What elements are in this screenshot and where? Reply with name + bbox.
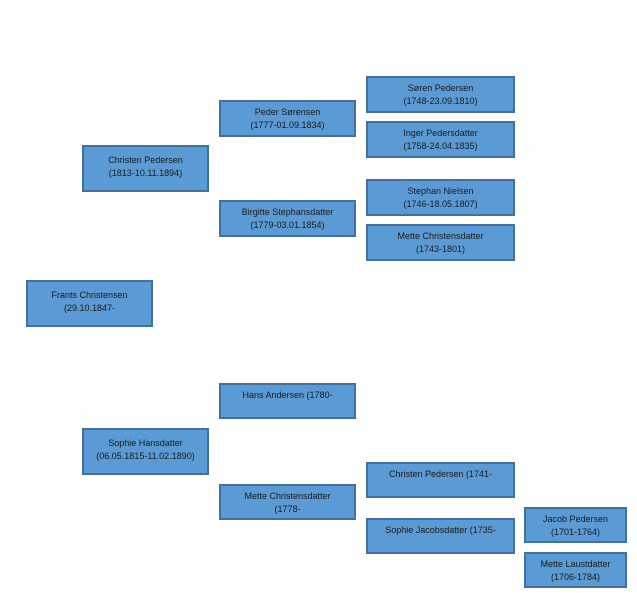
person-name: Sophie Hansdatter: [108, 438, 183, 448]
person-dates: (1779-03.01.1854): [250, 220, 325, 230]
person-box-sophie[interactable]: Sophie Hansdatter (06.05.1815-11.02.1890): [82, 428, 209, 475]
person-name: Inger Pedersdatter: [403, 128, 478, 138]
person-name: Jacob Pedersen: [542, 514, 609, 524]
person-dates: (1758-24.04.1835): [403, 141, 478, 151]
person-name: Frants Christensen: [51, 290, 128, 300]
person-dates: (1778-: [274, 504, 301, 514]
person-dates: (1748-23.09.1810): [403, 96, 478, 106]
person-dates: (1813-10.11.1894): [108, 168, 183, 178]
person-dates: (1777-01.09.1834): [250, 120, 325, 130]
person-box-stephan[interactable]: Stephan Nielsen (1746-18.05.1807): [366, 179, 515, 216]
person-box-jacob[interactable]: Jacob Pedersen (1701-1764): [524, 507, 627, 543]
person-name: Mette Laustdatter: [540, 559, 611, 569]
person-name: Stephan Nielsen: [407, 186, 474, 196]
person-name: Mette Christensdatter: [244, 491, 331, 501]
person-box-soren[interactable]: Søren Pedersen (1748-23.09.1810): [366, 76, 515, 113]
person-box-christen-1741[interactable]: Christen Pedersen (1741-: [366, 462, 515, 498]
person-dates: (29.10.1847-: [63, 303, 116, 313]
person-name: Mette Christensdatter: [397, 231, 484, 241]
person-box-sophie-jacobsdatter[interactable]: Sophie Jacobsdatter (1735-: [366, 518, 515, 554]
person-name: Christen Pedersen: [108, 155, 183, 165]
person-name: Christen Pedersen (1741-: [388, 469, 493, 479]
person-box-birgitte[interactable]: Birgitte Stephansdatter (1779-03.01.1854): [219, 200, 356, 237]
person-box-mette-1743[interactable]: Mette Christensdatter (1743-1801): [366, 224, 515, 261]
person-box-christen[interactable]: Christen Pedersen (1813-10.11.1894): [82, 145, 209, 192]
person-name: Søren Pedersen: [407, 83, 474, 93]
person-box-inger[interactable]: Inger Pedersdatter (1758-24.04.1835): [366, 121, 515, 158]
person-box-hans[interactable]: Hans Andersen (1780-: [219, 383, 356, 419]
person-box-mette-laustdatter[interactable]: Mette Laustdatter (1706-1784): [524, 552, 627, 588]
person-dates: (1706-1784): [550, 572, 601, 582]
person-dates: (06.05.1815-11.02.1890): [96, 451, 195, 461]
person-dates: (1746-18.05.1807): [403, 199, 478, 209]
person-name: Birgitte Stephansdatter: [241, 207, 334, 217]
person-name: Sophie Jacobsdatter (1735-: [385, 525, 496, 535]
person-box-frants[interactable]: Frants Christensen (29.10.1847-: [26, 280, 153, 327]
person-dates: (1701-1764): [550, 527, 601, 537]
person-dates: (1743-1801): [415, 244, 466, 254]
person-box-peder[interactable]: Peder Sørensen (1777-01.09.1834): [219, 100, 356, 137]
person-box-mette-1778[interactable]: Mette Christensdatter (1778-: [219, 484, 356, 520]
person-name: Hans Andersen (1780-: [242, 390, 333, 400]
person-name: Peder Sørensen: [254, 107, 321, 117]
